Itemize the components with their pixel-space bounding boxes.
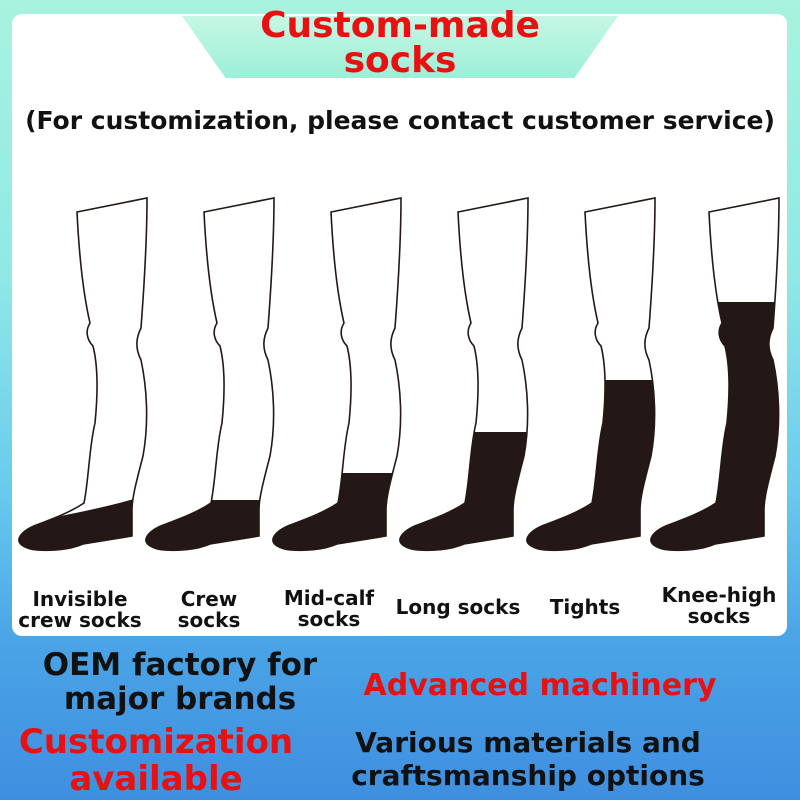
advanced-machinery-text: Advanced machinery (363, 668, 717, 703)
customization-available-text: Customization available (0, 724, 312, 798)
label-line: socks (687, 604, 751, 628)
label-line: Invisible (32, 587, 128, 611)
label-long-socks: Long socks (396, 597, 521, 618)
title-line-1: Custom-made (260, 5, 540, 46)
oem-factory-text: OEM factory for major brands (10, 648, 350, 716)
label-line: Mid-calf (283, 586, 375, 610)
subtitle: (For customization, please contact custo… (25, 106, 775, 135)
feature-line: Customization (18, 722, 294, 762)
label-line: Long socks (395, 595, 521, 619)
sock-invisible (18, 197, 148, 552)
label-knee-high-socks: Knee-high socks (662, 585, 777, 627)
feature-line: craftsmanship options (351, 759, 705, 792)
label-line: Knee-high (661, 583, 777, 607)
label-crew-socks: Crew socks (178, 589, 241, 631)
label-line: crew socks (18, 608, 142, 632)
feature-line: available (69, 759, 243, 799)
feature-line: Various materials and (355, 726, 701, 759)
feature-line: major brands (63, 681, 297, 717)
label-mid-calf-socks: Mid-calf socks (284, 588, 374, 630)
title-line-2: socks (343, 40, 457, 81)
sock-crew (145, 197, 275, 552)
materials-options-text: Various materials and craftsmanship opti… (328, 726, 728, 792)
label-line: Tights (549, 595, 621, 619)
feature-line: OEM factory for (42, 647, 318, 683)
label-invisible-crew-socks: Invisible crew socks (18, 589, 141, 631)
label-line: socks (297, 607, 361, 631)
title-tab (182, 16, 618, 78)
label-line: Crew (180, 587, 238, 611)
page-title: Custom-made socks (182, 5, 618, 81)
label-tights: Tights (550, 597, 621, 618)
label-line: socks (177, 608, 241, 632)
